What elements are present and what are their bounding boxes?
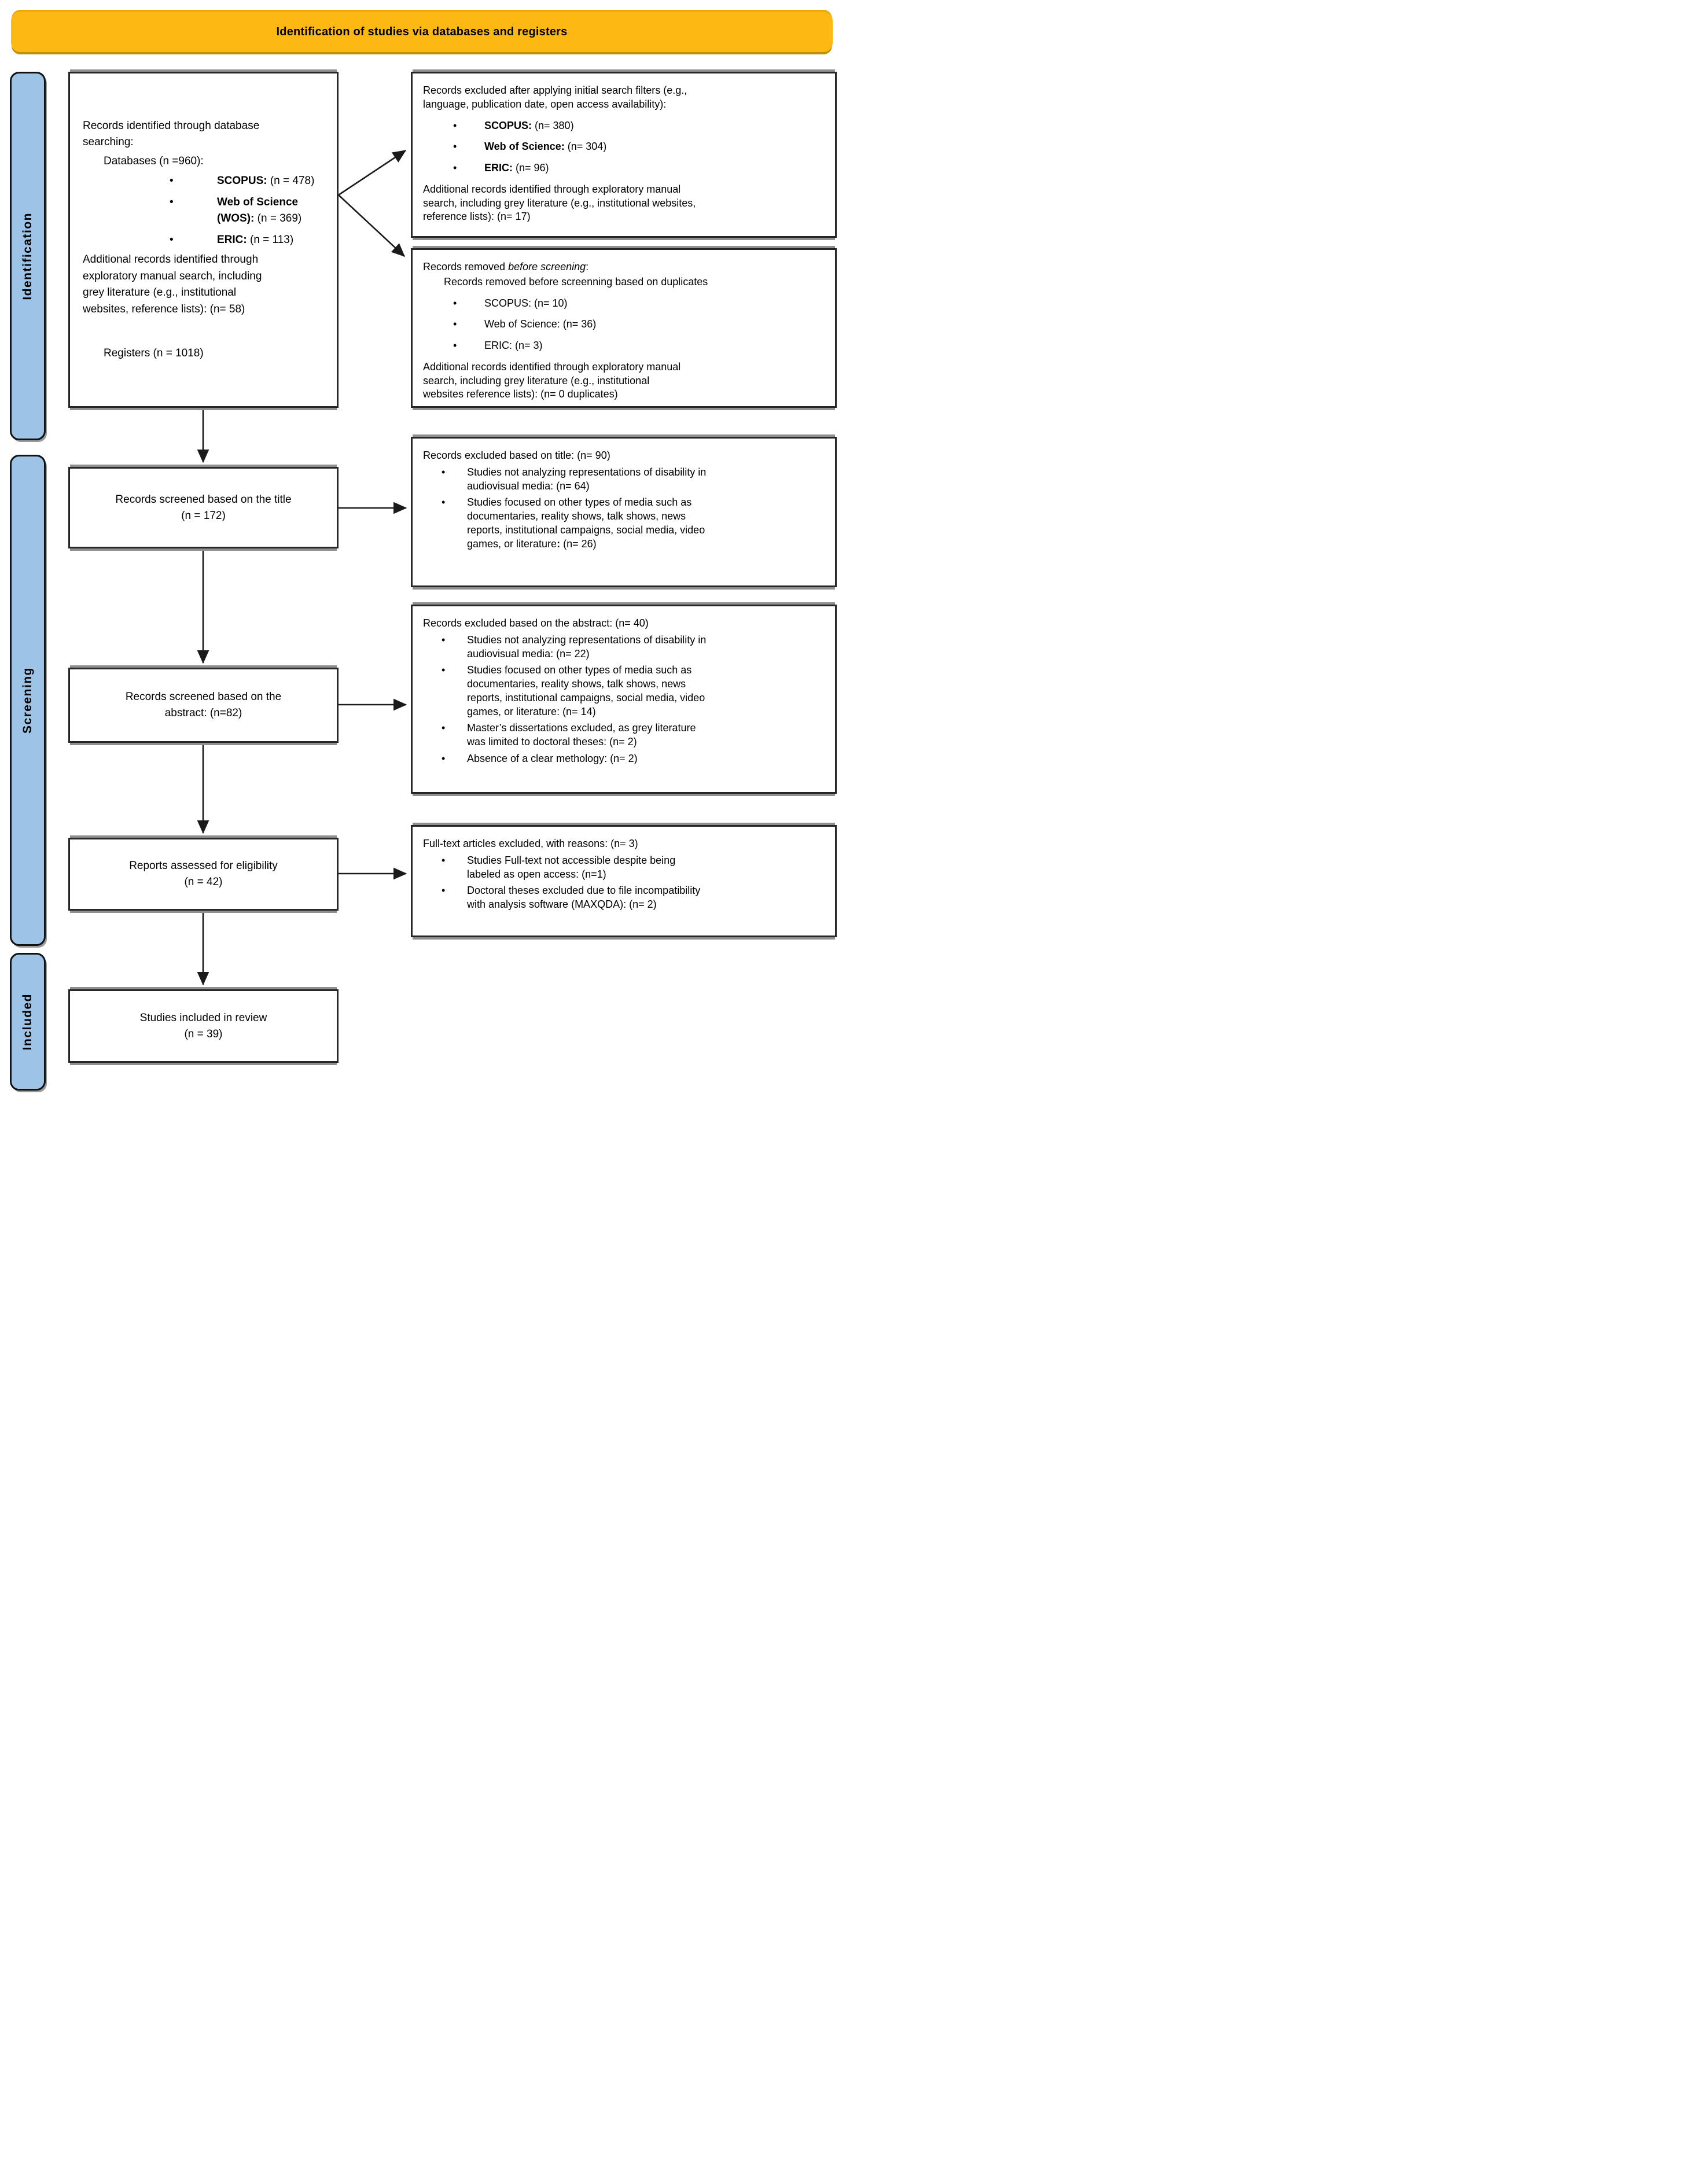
bullet-icon: • [442,722,446,734]
bullet-text: SCOPUS: (n = 478) [217,175,315,187]
bullet-text: Studies focused on other types of media … [467,496,705,550]
box-excluded-title: Records excluded based on title: (n= 90)… [411,437,837,587]
box-screened-title: Records screened based on the title (n =… [68,467,339,548]
text-line: Full-text articles excluded, with reason… [423,838,638,849]
box-removed-before-screening: Records removed before screening: Records… [411,248,837,408]
bullet-text: ERIC: (n= 96) [484,162,549,174]
bullet-item: • SCOPUS: (n= 10) [423,297,825,311]
bullet-item: • Studies not analyzing representations o… [423,466,825,493]
sidebar-label: Included [21,993,34,1051]
bullet-icon: • [453,119,457,131]
bullet-item: • Master’s dissertations excluded, as gre… [423,721,825,749]
bullet-icon: • [442,634,446,646]
box-excluded-fulltext: Full-text articles excluded, with reason… [411,825,837,937]
bullet-text: Master’s dissertations excluded, as grey… [467,722,696,747]
bullet-text: ERIC: (n= 3) [484,340,543,351]
bullet-icon: • [442,496,446,509]
text-line: Additional records identified through ex… [83,253,262,315]
flow-arrows [197,149,407,986]
text-line: Registers (n = 1018) [104,347,204,359]
bullet-item: • Studies focused on other types of media… [423,496,825,551]
text-line: Records identified through database sear… [83,119,260,149]
box-included-review: Studies included in review (n = 39) [68,989,339,1063]
sidebar-identification: Identification [10,72,46,440]
sidebar-label: Screening [21,666,34,734]
bullet-item: • ERIC: (n= 3) [423,339,825,353]
bullet-item: • ERIC: (n = 113) [83,232,324,249]
sidebar-screening: Screening [10,455,46,946]
text-line: Records excluded after applying initial … [423,84,687,110]
bullet-icon: • [442,752,446,764]
sidebar-included: Included [10,953,46,1091]
prisma-flow-diagram: Identification of studies via databases … [0,0,846,1092]
box-excluded-abstract: Records excluded based on the abstract: … [411,605,837,794]
text-line: Records removed before screening: [423,261,589,272]
bullet-item: • Studies Full-text not accessible despit… [423,854,825,882]
bullet-icon: • [442,664,446,676]
bullet-text: Studies not analyzing representations of… [467,634,707,660]
bullet-icon: • [453,340,457,351]
bullet-item: • Web of Science (WOS): (n = 369) [83,194,324,227]
banner-title: Identification of studies via databases … [11,12,833,52]
bullet-text: Studies focused on other types of media … [467,664,705,717]
bullet-icon: • [453,162,457,174]
bullet-item: • Web of Science: (n= 36) [423,318,825,332]
bullet-text: Web of Science: (n= 304) [484,141,607,153]
bullet-item: • Studies not analyzing representations o… [423,634,825,661]
box-excluded-search-filters: Records excluded after applying initial … [411,72,837,238]
text-line: Records excluded based on title: (n= 90) [423,450,610,461]
text-line: Additional records identified through ex… [423,360,681,400]
text-line: Records removed before screenning based … [444,275,708,288]
bullet-item: • Doctoral theses excluded due to file in… [423,884,825,912]
bullet-item: • SCOPUS: (n= 380) [423,119,825,133]
bullet-icon: • [170,175,174,187]
bullet-icon: • [442,466,446,478]
text-line: Databases (n =960): [104,154,204,167]
text-line: Records excluded based on the abstract: … [423,617,649,629]
bullet-item: • ERIC: (n= 96) [423,161,825,175]
bullet-icon: • [453,318,457,330]
bullet-icon: • [442,854,446,866]
box-records-identified: Records identified through database sear… [68,72,339,408]
bullet-icon: • [453,141,457,153]
bullet-text: Studies Full-text not accessible despite… [467,854,676,880]
box-assessed-eligibility: Reports assessed for eligibility (n = 42… [68,838,339,911]
box-screened-abstract: Records screened based on the abstract: … [68,668,339,743]
bullet-text: Absence of a clear methology: (n= 2) [467,752,638,764]
bullet-icon: • [442,885,446,897]
bullet-item: • Web of Science: (n= 304) [423,140,825,154]
bullet-text: ERIC: (n = 113) [217,233,294,246]
bullet-text: Doctoral theses excluded due to file inc… [467,885,701,910]
bullet-item: • Absence of a clear methology: (n= 2) [423,752,825,766]
bullet-item: • SCOPUS: (n = 478) [83,173,324,190]
bullet-text: Web of Science (WOS): (n = 369) [217,196,302,225]
bullet-item: • Studies focused on other types of media… [423,664,825,719]
bullet-text: Web of Science: (n= 36) [484,318,597,330]
sidebar-label: Identification [21,212,34,300]
bullet-icon: • [170,196,174,208]
text-line: Additional records identified through ex… [423,183,696,223]
bullet-icon: • [170,233,174,246]
bullet-icon: • [453,297,457,309]
bullet-text: SCOPUS: (n= 10) [484,297,568,309]
bullet-text: SCOPUS: (n= 380) [484,119,574,131]
bullet-text: Studies not analyzing representations of… [467,466,707,492]
